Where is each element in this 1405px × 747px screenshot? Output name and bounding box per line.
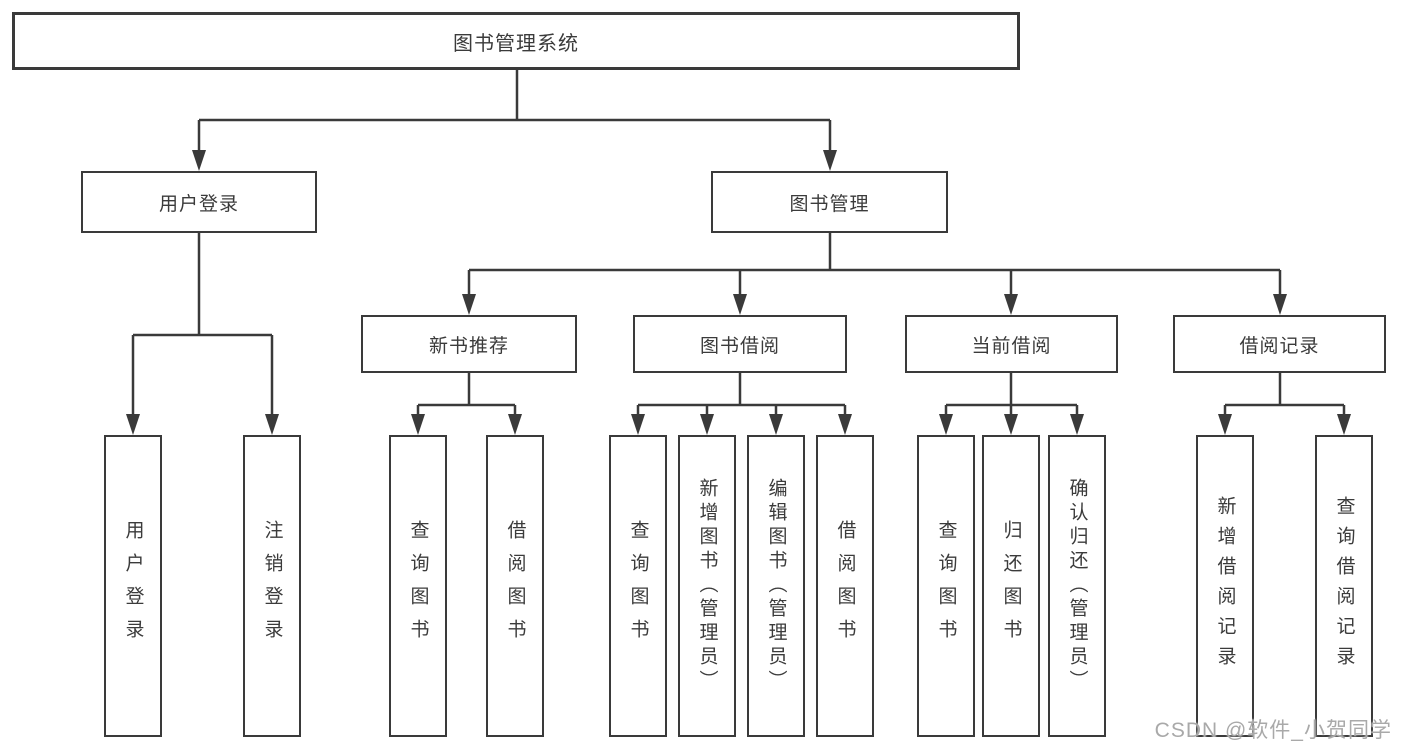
- arrowhead: [769, 414, 783, 435]
- node-current-borrowing: 当前借阅: [905, 315, 1118, 373]
- leaf-query-books-recommend: 查询图书: [389, 435, 447, 737]
- node-book-borrowing: 图书借阅: [633, 315, 847, 373]
- leaf-user-login: 用户登录: [104, 435, 162, 737]
- leaf-add-borrow-record: 新增借阅记录: [1196, 435, 1254, 737]
- csdn-watermark: CSDN @软件_小贺同学: [1154, 719, 1392, 742]
- arrowhead: [126, 414, 140, 435]
- leaf-borrow-books-recommend: 借阅图书: [486, 435, 544, 737]
- arrowhead: [1218, 414, 1232, 435]
- arrowhead: [1004, 414, 1018, 435]
- leaf-logout: 注销登录: [243, 435, 301, 737]
- node-root-system: 图书管理系统: [12, 12, 1020, 70]
- arrowhead: [192, 150, 206, 171]
- arrowhead: [1273, 294, 1287, 315]
- leaf-confirm-return-admin: 确认归还（管理员）: [1048, 435, 1106, 737]
- node-new-book-recommendation: 新书推荐: [361, 315, 577, 373]
- arrowhead: [1004, 294, 1018, 315]
- leaf-query-books-borrow: 查询图书: [609, 435, 667, 737]
- arrowhead: [508, 414, 522, 435]
- connector-lines: [131, 70, 1346, 419]
- arrowhead: [1337, 414, 1351, 435]
- arrowheads: [126, 150, 1351, 435]
- arrowhead: [411, 414, 425, 435]
- node-borrowing-records: 借阅记录: [1173, 315, 1386, 373]
- leaf-return-book: 归还图书: [982, 435, 1040, 737]
- leaf-query-borrow-record: 查询借阅记录: [1315, 435, 1373, 737]
- arrowhead: [733, 294, 747, 315]
- arrowhead: [631, 414, 645, 435]
- node-book-management: 图书管理: [711, 171, 948, 233]
- arrowhead: [462, 294, 476, 315]
- arrowhead: [700, 414, 714, 435]
- arrowhead: [838, 414, 852, 435]
- arrowhead: [939, 414, 953, 435]
- leaf-add-book-admin: 新增图书（管理员）: [678, 435, 736, 737]
- leaf-borrow-books: 借阅图书: [816, 435, 874, 737]
- arrowhead: [823, 150, 837, 171]
- node-user-login: 用户登录: [81, 171, 317, 233]
- leaf-edit-book-admin: 编辑图书（管理员）: [747, 435, 805, 737]
- arrowhead: [265, 414, 279, 435]
- arrowhead: [1070, 414, 1084, 435]
- leaf-query-books-current: 查询图书: [917, 435, 975, 737]
